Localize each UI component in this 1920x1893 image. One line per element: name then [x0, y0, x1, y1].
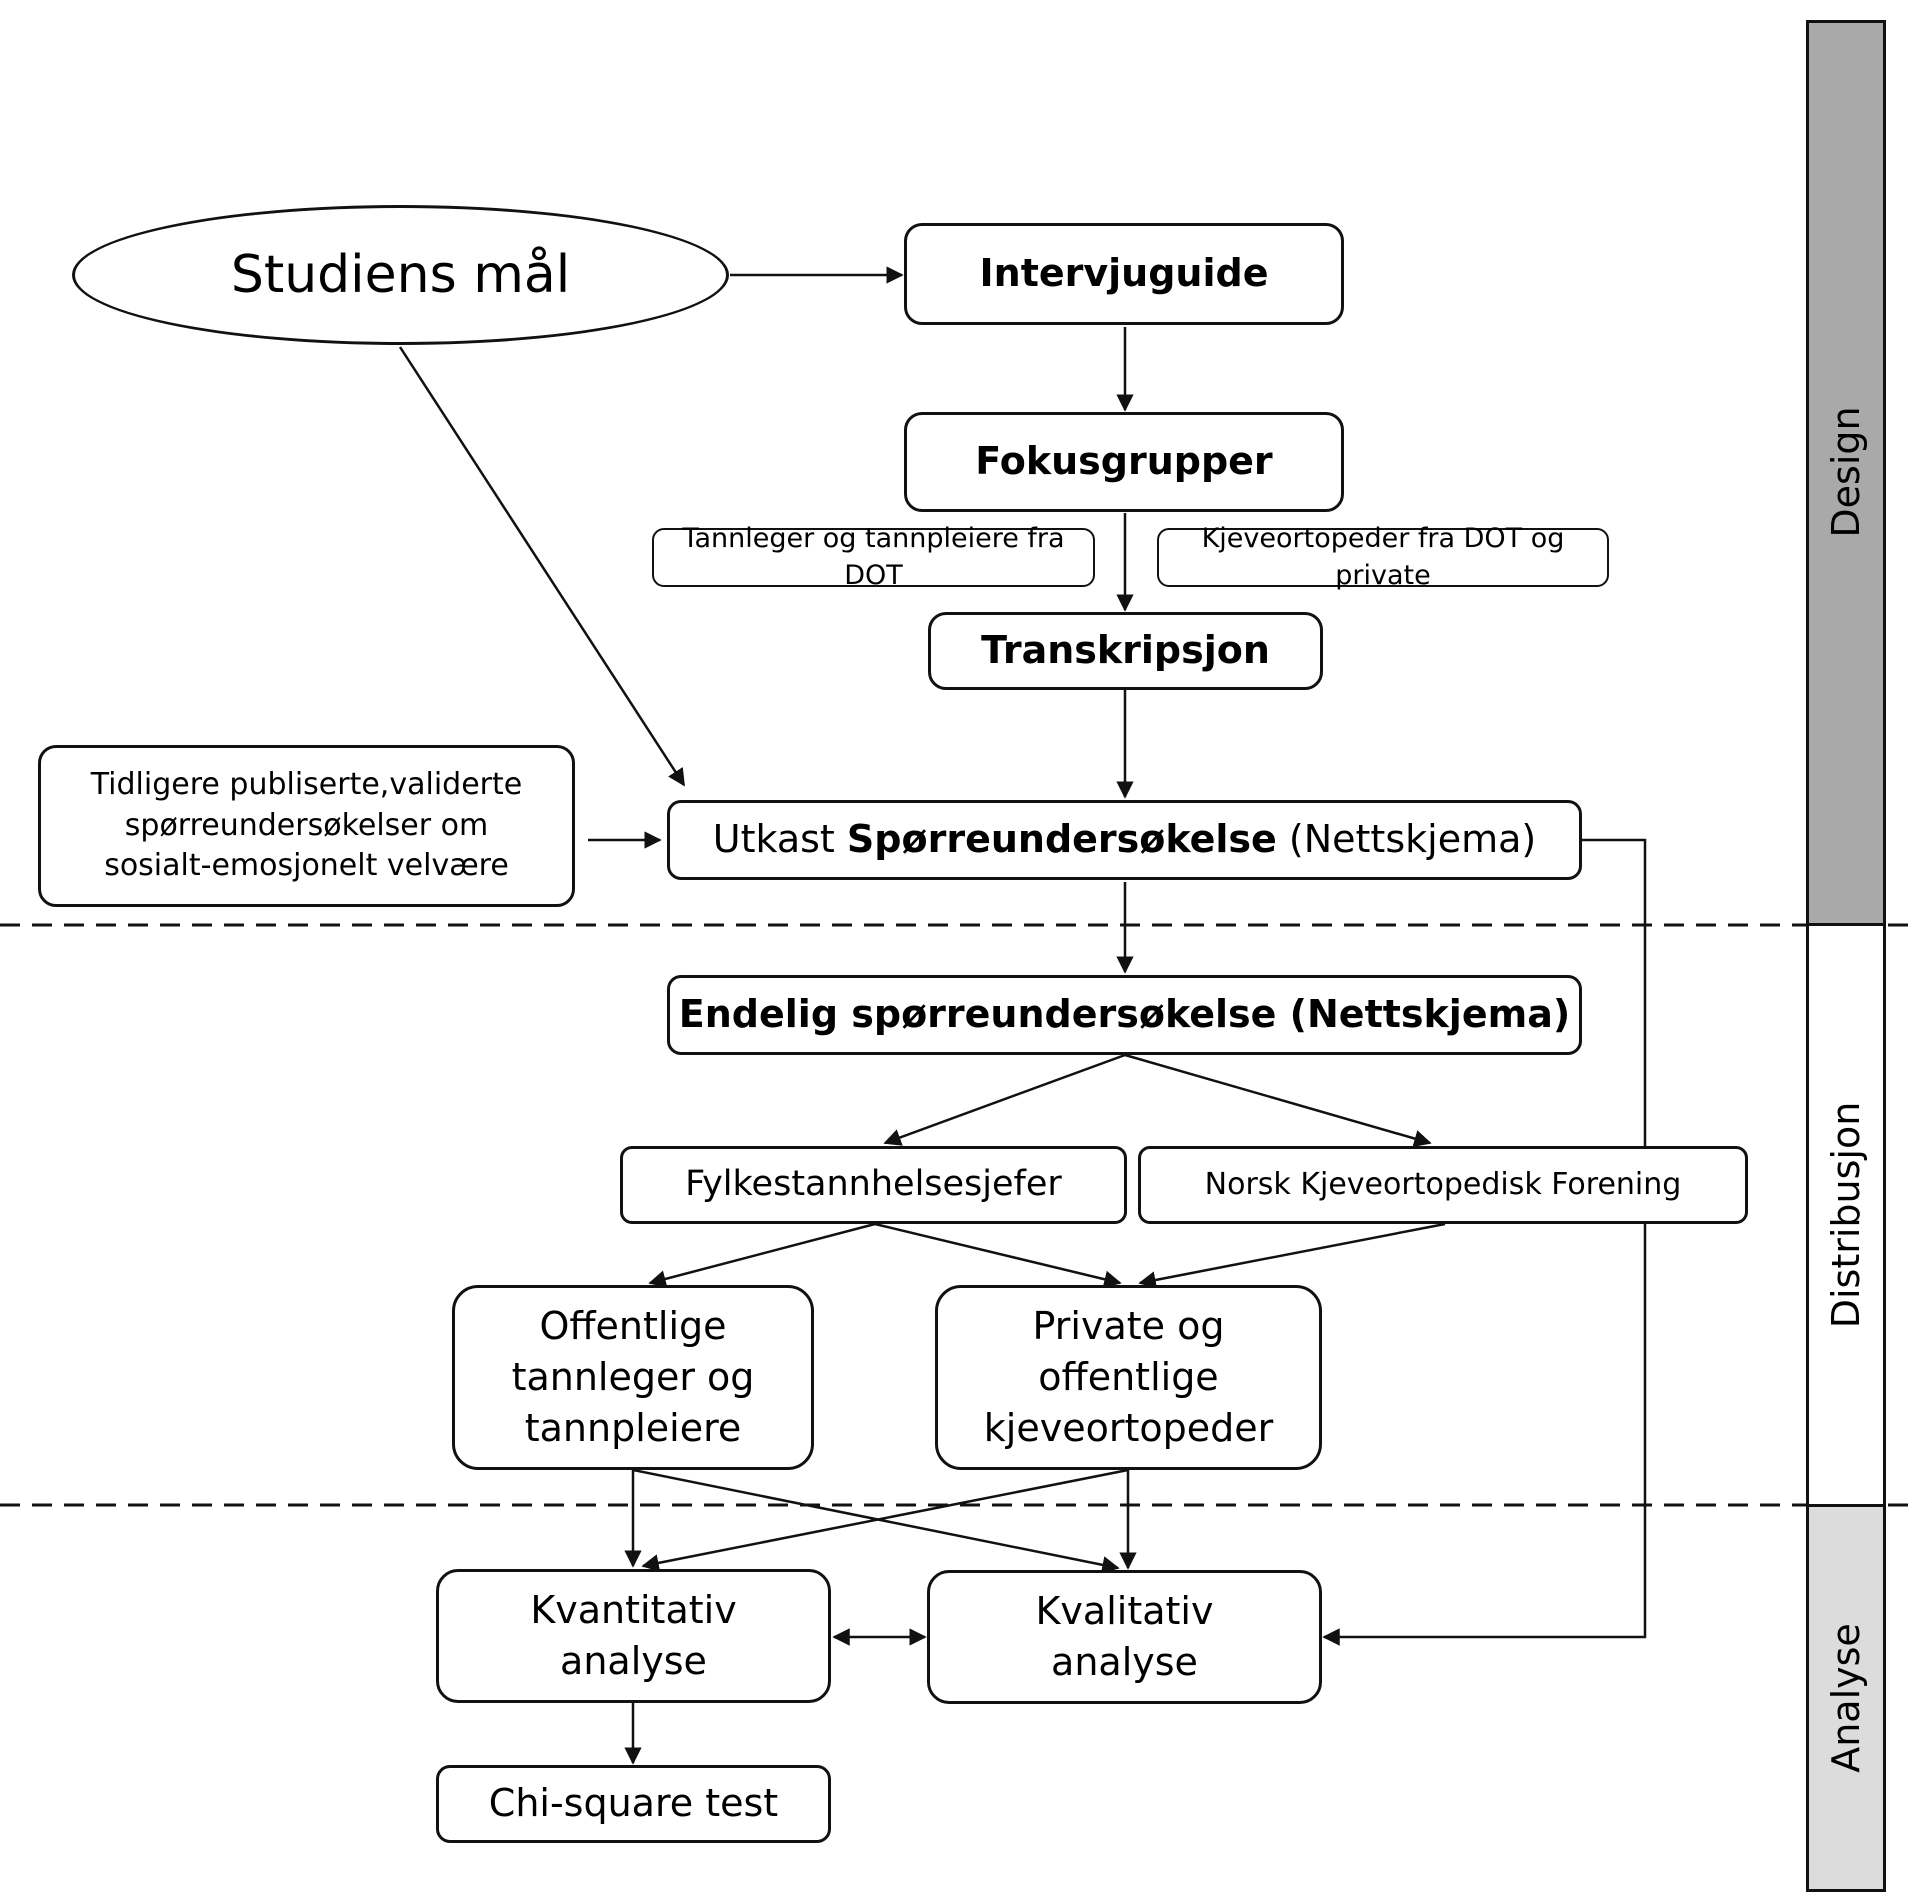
- prior-surveys-line-2: spørreundersøkelser om: [124, 807, 489, 843]
- phase-label-design: Design: [1824, 406, 1868, 538]
- county-chiefs-box: Fylkestannhelsesjefer: [620, 1146, 1127, 1224]
- orthodontic-association-box: Norsk Kjeveortopedisk Forening: [1138, 1146, 1748, 1224]
- transcription-label: Transkripsjon: [981, 628, 1270, 673]
- final-survey-label: Endelig spørreundersøkelse (Nettskjema): [678, 992, 1571, 1037]
- chi-square-test-box: Chi-square test: [436, 1765, 831, 1843]
- prior-surveys-line-3: sosialt-emosjonelt velvære: [104, 848, 509, 884]
- draft-survey-label: Utkast Spørreundersøkelse (Nettskjema): [713, 814, 1536, 865]
- orthodontists-box: Private og offentlige kjeveortopeder: [935, 1285, 1322, 1470]
- phase-bar-distribution: [1806, 923, 1886, 1507]
- arrow-county-to-public: [648, 1222, 876, 1288]
- interview-guide-label: Intervjuguide: [979, 251, 1269, 296]
- orthodontists-line-2: offentlige: [1038, 1354, 1219, 1399]
- county-chiefs-label: Fylkestannhelsesjefer: [685, 1164, 1062, 1205]
- arrow-county-to-ortho: [874, 1222, 1122, 1288]
- focus-groups-box: Fokusgrupper: [904, 412, 1344, 512]
- focus-group-dentists-box: Tannleger og tannpleiere fra DOT: [652, 523, 1095, 591]
- draft-survey-prefix: Utkast: [712, 817, 847, 862]
- phase-bar-design: [1806, 20, 1886, 926]
- prior-surveys-line-1: Tidligere publiserte,validerte: [90, 767, 523, 803]
- arrow-ortho-to-quant: [641, 1468, 1129, 1572]
- study-goal-ellipse: Studiens mål: [72, 205, 729, 345]
- phase-label-analysis: Analyse: [1824, 1623, 1868, 1773]
- public-dentists-line-2: tannleger og: [511, 1354, 755, 1399]
- transcription-box: Transkripsjon: [928, 612, 1323, 690]
- qualitative-analysis-line-1: Kvalitativ: [1035, 1588, 1214, 1633]
- study-goal-label: Studiens mål: [230, 244, 571, 305]
- orthodontic-association-label: Norsk Kjeveortopedisk Forening: [1204, 1166, 1682, 1202]
- focus-group-orthodontists-label: Kjeveortopeder fra DOT og private: [1201, 523, 1565, 591]
- arrow-final-to-association: [1124, 1053, 1432, 1148]
- quantitative-analysis-line-2: analyse: [560, 1639, 707, 1683]
- quantitative-analysis-box: Kvantitativ analyse: [436, 1569, 831, 1703]
- public-dentists-box: Offentlige tannleger og tannpleiere: [452, 1285, 814, 1470]
- arrow-final-to-county: [883, 1053, 1126, 1146]
- draft-survey-suffix: (Nettskjema): [1276, 817, 1537, 862]
- orthodontists-line-1: Private og: [1032, 1303, 1225, 1348]
- prior-surveys-box: Tidligere publiserte,validerte spørreund…: [38, 745, 575, 907]
- draft-survey-bold: Spørreundersøkelse: [846, 817, 1277, 862]
- arrow-association-to-ortho: [1138, 1222, 1446, 1289]
- focus-group-orthodontists-box: Kjeveortopeder fra DOT og private: [1157, 523, 1609, 591]
- chi-square-test-label: Chi-square test: [488, 1781, 779, 1826]
- interview-guide-box: Intervjuguide: [904, 223, 1344, 325]
- focus-group-dentists-label: Tannleger og tannpleiere fra DOT: [682, 523, 1065, 591]
- public-dentists-line-1: Offentlige: [539, 1303, 727, 1348]
- public-dentists-line-3: tannpleiere: [524, 1406, 742, 1451]
- quantitative-analysis-line-1: Kvantitativ: [530, 1587, 737, 1632]
- qualitative-analysis-line-2: analyse: [1051, 1640, 1198, 1684]
- phase-label-distribution: Distribusjon: [1824, 1101, 1868, 1329]
- arrow-goal-to-draft: [398, 346, 686, 787]
- final-survey-box: Endelig spørreundersøkelse (Nettskjema): [667, 975, 1582, 1055]
- arrow-draft-to-qual: [1322, 838, 1647, 1646]
- qualitative-analysis-box: Kvalitativ analyse: [927, 1570, 1322, 1704]
- orthodontists-line-3: kjeveortopeder: [983, 1406, 1274, 1451]
- draft-survey-box: Utkast Spørreundersøkelse (Nettskjema): [667, 800, 1582, 880]
- focus-groups-label: Fokusgrupper: [975, 439, 1273, 484]
- phase-bar-analysis: [1806, 1504, 1886, 1892]
